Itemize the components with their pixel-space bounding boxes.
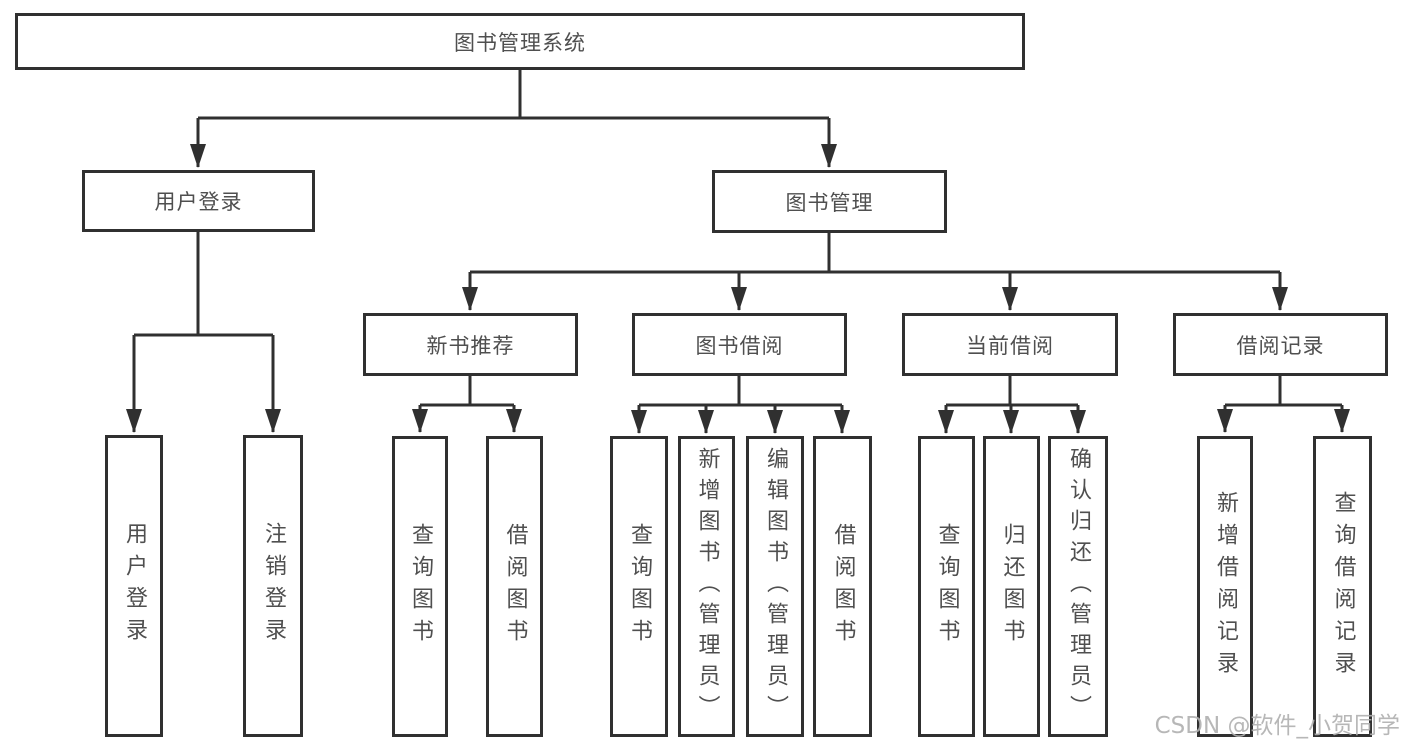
leaf-newbook-query-books: 查询图书 — [392, 436, 448, 737]
leaf-records-query-borrow-record: 查询借阅记录 — [1313, 436, 1372, 737]
leaf-logout-label: 注销登录 — [261, 522, 286, 650]
leaf-newbook-borrow-books: 借阅图书 — [486, 436, 543, 737]
connector-user-login-children — [126, 232, 281, 433]
leaf-user-login-label: 用户登录 — [122, 522, 147, 650]
connector-root-to-level2 — [190, 70, 837, 168]
leaf-records-add-borrow-record-label: 新增借阅记录 — [1213, 490, 1238, 683]
leaf-borrow-query-books: 查询图书 — [610, 436, 668, 737]
connector-borrow-records-children — [1217, 376, 1350, 433]
leaf-borrow-add-books-admin-label: 新增图书（管理员） — [694, 447, 720, 726]
leaf-current-query-books: 查询图书 — [918, 436, 975, 737]
node-new-book-recommend-label: 新书推荐 — [426, 333, 515, 358]
leaf-logout: 注销登录 — [243, 435, 303, 737]
node-current-borrow: 当前借阅 — [902, 313, 1118, 376]
leaf-newbook-query-books-label: 查询图书 — [408, 522, 433, 651]
node-new-book-recommend: 新书推荐 — [363, 313, 578, 376]
leaf-borrow-add-books-admin: 新增图书（管理员） — [678, 436, 735, 737]
leaf-current-query-books-label: 查询图书 — [934, 522, 960, 651]
leaf-borrow-borrow-books: 借阅图书 — [813, 436, 872, 737]
leaf-borrow-edit-books-admin-label: 编辑图书（管理员） — [763, 447, 788, 726]
node-book-management-label: 图书管理 — [785, 190, 874, 215]
node-borrow-records-label: 借阅记录 — [1236, 333, 1325, 358]
leaf-current-confirm-return-admin-label: 确认归还（管理员） — [1066, 447, 1091, 726]
node-book-borrow: 图书借阅 — [632, 313, 847, 376]
leaf-current-return-books: 归还图书 — [983, 436, 1040, 737]
node-user-login-label: 用户登录 — [154, 190, 243, 214]
node-root: 图书管理系统 — [15, 13, 1025, 70]
node-current-borrow-label: 当前借阅 — [966, 333, 1054, 358]
node-book-management: 图书管理 — [712, 170, 947, 233]
leaf-user-login: 用户登录 — [105, 435, 163, 737]
leaf-borrow-query-books-label: 查询图书 — [627, 522, 652, 651]
leaf-current-confirm-return-admin: 确认归还（管理员） — [1048, 436, 1108, 737]
leaf-borrow-edit-books-admin: 编辑图书（管理员） — [746, 436, 804, 737]
node-user-login: 用户登录 — [82, 170, 315, 232]
leaf-records-add-borrow-record: 新增借阅记录 — [1197, 436, 1253, 737]
node-book-borrow-label: 图书借阅 — [695, 333, 784, 358]
leaf-current-return-books-label: 归还图书 — [999, 522, 1025, 651]
leaf-borrow-borrow-books-label: 借阅图书 — [830, 522, 856, 651]
node-borrow-records: 借阅记录 — [1173, 313, 1388, 376]
leaf-records-query-borrow-record-label: 查询借阅记录 — [1330, 490, 1356, 683]
connector-book-management-children — [462, 233, 1288, 311]
node-root-label: 图书管理系统 — [454, 30, 586, 55]
connector-current-borrow-children — [938, 376, 1086, 434]
connector-book-borrow-children — [631, 376, 850, 434]
connector-new-book-children — [412, 376, 522, 433]
leaf-newbook-borrow-books-label: 借阅图书 — [502, 522, 528, 651]
